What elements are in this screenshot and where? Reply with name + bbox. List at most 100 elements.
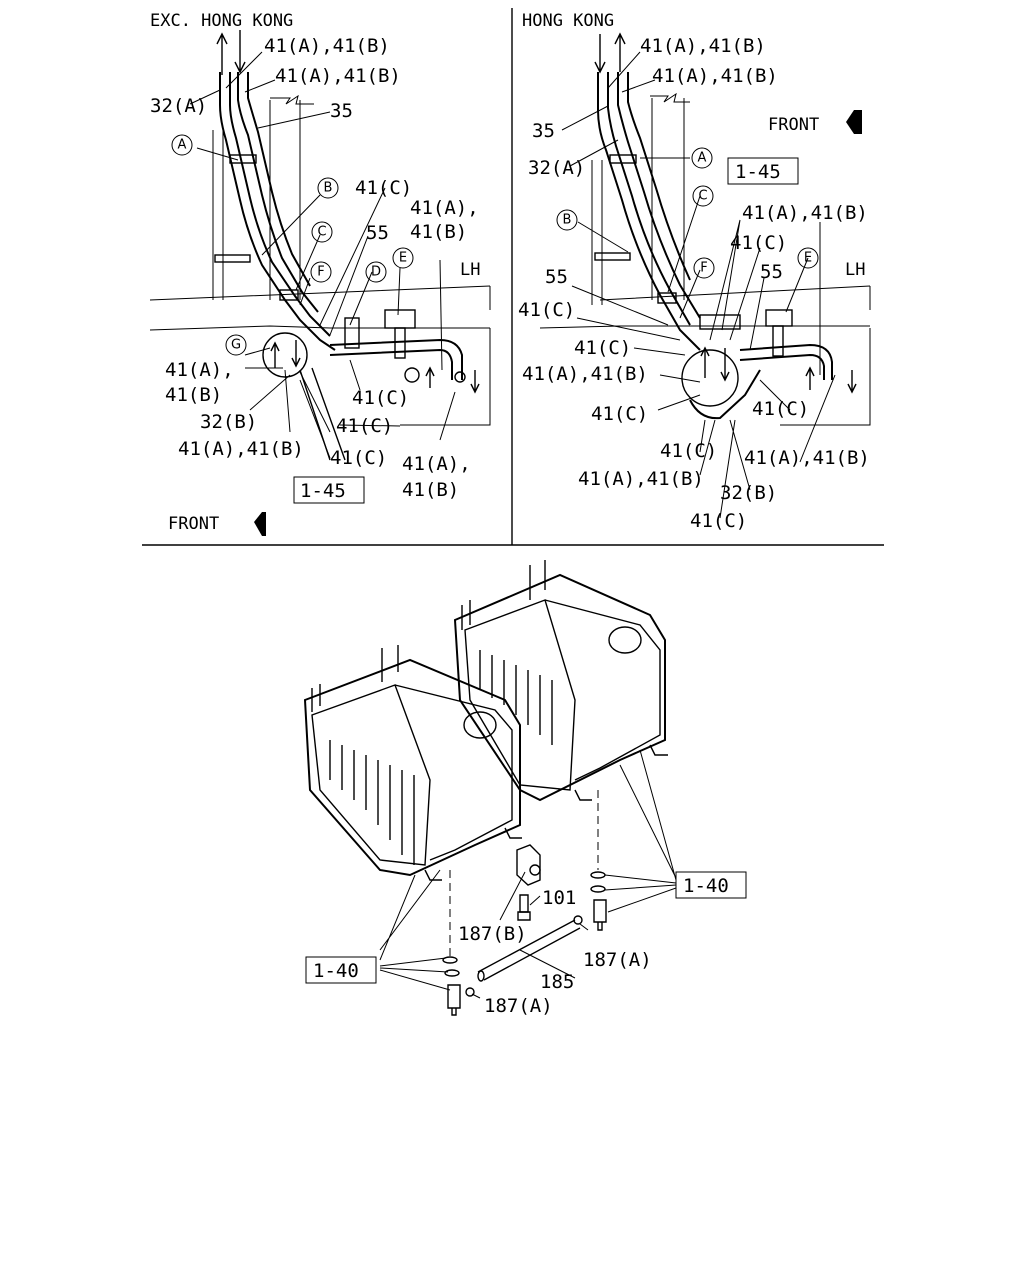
washer <box>442 956 458 964</box>
pipe-end <box>454 371 466 383</box>
connector-left <box>447 984 461 1016</box>
label-41ab-2: 41(A),41(B) <box>652 65 778 87</box>
break-mark <box>270 94 314 105</box>
callout-b: B <box>317 177 339 199</box>
label-55: 55 <box>366 222 389 244</box>
arrow-down-icon <box>847 370 857 394</box>
callout-c: C <box>692 185 714 207</box>
svg-text:F: F <box>700 261 707 276</box>
bracket-e-post <box>772 325 784 357</box>
right-panel: HONG KONG A B C F E <box>518 11 871 532</box>
svg-text:A: A <box>698 151 707 166</box>
ref-box-1-45 <box>727 157 799 185</box>
front-arrow-icon <box>254 512 266 536</box>
bracket-e <box>765 309 793 327</box>
arrow-up-icon <box>805 366 815 390</box>
arrow-up-icon <box>216 32 228 75</box>
svg-text:C: C <box>317 225 326 240</box>
pipe-loop <box>689 369 761 420</box>
label-41ab-top: 41(A),41(B) <box>742 202 868 224</box>
label-41c-1: 41(C) <box>355 177 412 199</box>
label-front: FRONT <box>768 115 819 135</box>
clamp-a <box>229 154 257 164</box>
frame-rail <box>591 160 603 305</box>
label-35: 35 <box>330 100 353 122</box>
label-lh: LH <box>845 260 865 280</box>
front-arrow-icon <box>846 110 862 134</box>
callout-g: G <box>225 334 247 356</box>
label-55-b: 55 <box>760 261 783 283</box>
pipe-32a-inner <box>627 72 691 281</box>
ref-box-1-45 <box>293 476 365 504</box>
label-41c-5: 41(C) <box>752 398 809 420</box>
hose-end <box>477 970 485 982</box>
filler-cap-front <box>463 711 497 739</box>
label-41c-2: 41(C) <box>352 387 409 409</box>
label-41ab-right: 41(A),41(B) <box>744 447 870 469</box>
svg-text:G: G <box>231 338 241 353</box>
label-187a-right: 187(A) <box>583 949 652 971</box>
ref-box-1-40-left <box>305 956 377 984</box>
fuel-tank-front <box>303 645 522 881</box>
frame-rail-2 <box>651 98 685 300</box>
arrow-up-icon <box>614 32 626 72</box>
frame-rail <box>212 130 224 300</box>
svg-text:D: D <box>371 265 381 280</box>
pipe-35 <box>597 72 701 351</box>
leader-lines <box>379 749 677 999</box>
svg-text:C: C <box>698 189 707 204</box>
label-g-a: 41(A), <box>165 359 234 381</box>
clamp-b <box>594 252 631 261</box>
bottom-panel: 1-40 1-40 101 187(B) 187(A) 185 187(A) <box>303 560 747 1017</box>
label-lh: LH <box>460 260 480 280</box>
label-187b: 187(B) <box>458 923 527 945</box>
leader-lines <box>561 51 836 519</box>
label-ref-1-45: 1-45 <box>735 161 781 183</box>
label-41ab-2: 41(A),41(B) <box>275 65 401 87</box>
label-front: FRONT <box>168 514 219 534</box>
fuel-tank-rear <box>453 560 668 802</box>
filler-cap-rear <box>608 626 642 654</box>
washer <box>444 969 460 977</box>
label-ref-1-40-left: 1-40 <box>313 960 359 982</box>
left-title: EXC. HONG KONG <box>150 11 293 31</box>
detail-circle <box>681 349 739 407</box>
label-41ab-1: 41(A),41(B) <box>264 35 390 57</box>
label-41ab-low: 41(A),41(B) <box>578 468 704 490</box>
label-41c-3: 41(C) <box>336 415 393 437</box>
label-32b: 32(B) <box>200 411 257 433</box>
label-41ab-3a: 41(A), <box>410 197 479 219</box>
label-41c-4: 41(C) <box>330 447 387 469</box>
pipe-32a-inner <box>229 72 331 337</box>
label-ref-1-40-right: 1-40 <box>683 875 729 897</box>
frame-rail-2 <box>269 100 301 300</box>
pipe-35 <box>237 72 319 313</box>
chassis-line <box>149 285 491 331</box>
bolt-101 <box>517 894 531 921</box>
clamp-a <box>609 154 637 164</box>
label-187a-left: 187(A) <box>484 995 553 1017</box>
clamp-b <box>214 254 251 263</box>
bracket-e <box>384 309 416 329</box>
right-title: HONG KONG <box>522 11 614 31</box>
pipe-horizontal <box>739 343 833 380</box>
bracket-d <box>344 317 360 349</box>
left-panel: EXC. HONG KONG <box>149 11 491 536</box>
chassis-edge <box>780 286 871 426</box>
pipe-horizontal-2 <box>739 353 825 380</box>
arrow-down-icon <box>234 30 246 74</box>
label-55-a: 55 <box>545 266 568 288</box>
pipe-horizontal <box>329 338 463 380</box>
washer <box>590 885 606 893</box>
label-41ab-3b: 41(B) <box>410 221 467 243</box>
bracket <box>699 314 741 330</box>
callout-f: F <box>693 257 715 279</box>
svg-text:A: A <box>178 138 187 153</box>
pipe-35-inner <box>607 72 691 326</box>
label-32b: 32(B) <box>720 482 777 504</box>
leader-lines <box>189 51 456 459</box>
label-35: 35 <box>532 120 555 142</box>
connector-right <box>593 899 607 931</box>
label-41c-4: 41(C) <box>591 403 648 425</box>
